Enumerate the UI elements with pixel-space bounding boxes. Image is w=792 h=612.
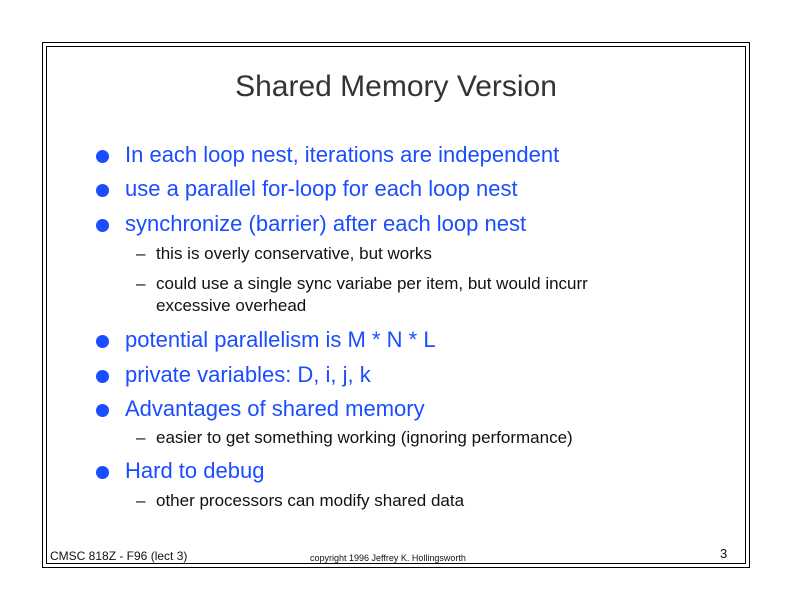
footer-course: CMSC 818Z - F96 (lect 3) — [50, 549, 188, 563]
bullet-2: use a parallel for-loop for each loop ne… — [125, 176, 518, 201]
footer-copyright: copyright 1996 Jeffrey K. Hollingsworth — [310, 553, 466, 563]
bullet-icon — [96, 404, 109, 417]
dash-icon: – — [136, 428, 146, 447]
sub-item-3: easier to get something working (ignorin… — [156, 428, 573, 447]
slide-outer-frame — [42, 42, 750, 568]
bullet-icon — [96, 466, 109, 479]
dash-icon: – — [136, 491, 146, 510]
sub-item-2: could use a single sync variabe per item… — [156, 274, 588, 293]
bullet-5: private variables: D, i, j, k — [125, 362, 371, 387]
page-number: 3 — [720, 546, 728, 561]
bullet-7: Hard to debug — [125, 458, 265, 483]
sub-item-4: other processors can modify shared data — [156, 491, 465, 510]
bullet-1: In each loop nest, iterations are indepe… — [125, 142, 560, 167]
bullet-6: Advantages of shared memory — [125, 396, 425, 421]
bullet-icon — [96, 370, 109, 383]
dash-icon: – — [136, 274, 146, 293]
slide-title: Shared Memory Version — [235, 70, 557, 103]
bullet-icon — [96, 184, 109, 197]
bullet-icon — [96, 335, 109, 348]
bullet-3: synchronize (barrier) after each loop ne… — [125, 211, 527, 236]
bullet-icon — [96, 219, 109, 232]
bullet-icon — [96, 150, 109, 163]
dash-icon: – — [136, 244, 146, 263]
slide-inner-frame — [46, 46, 746, 564]
bullet-4: potential parallelism is M * N * L — [125, 327, 436, 352]
sub-item-1: this is overly conservative, but works — [156, 244, 432, 263]
sub-item-2-cont: excessive overhead — [156, 296, 307, 315]
